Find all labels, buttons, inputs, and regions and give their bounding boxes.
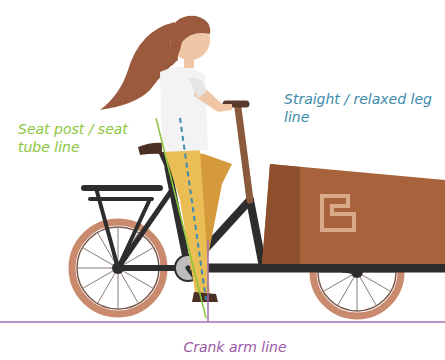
handlebar xyxy=(226,104,250,200)
crank-line-label: Crank arm line xyxy=(140,338,330,356)
leg-line-label: Straight / relaxed leg line xyxy=(284,90,434,126)
crank-arm-line xyxy=(0,321,445,323)
cargo-box xyxy=(262,164,445,264)
leg-line xyxy=(180,118,206,300)
crank-vertical-line xyxy=(207,240,209,322)
brand-logo xyxy=(322,196,354,230)
seat-tube-label: Seat post / seat tube line xyxy=(18,120,136,156)
seat-tube-line xyxy=(156,118,206,318)
wheel-spoke xyxy=(118,268,138,303)
